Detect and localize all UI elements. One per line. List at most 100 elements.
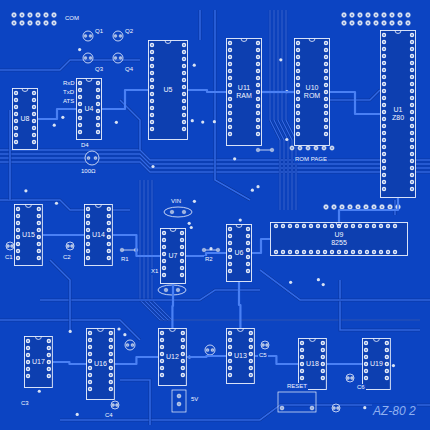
solder-pad <box>206 349 209 352</box>
copper-trace <box>187 356 226 357</box>
drill-hole <box>399 14 401 16</box>
ic-chip: U7 <box>160 228 186 284</box>
ic-chip: U13 <box>226 328 255 384</box>
drill-hole <box>37 22 39 24</box>
solder-pad <box>112 404 115 407</box>
chip-label: U17 <box>32 358 45 366</box>
solder-pad <box>262 344 265 347</box>
drill-hole <box>341 206 343 208</box>
copper-trace <box>120 100 140 150</box>
solder-pad <box>380 205 385 210</box>
drill-hole <box>85 35 87 37</box>
solder-pad <box>202 248 206 252</box>
chip-label: U7 <box>169 252 178 260</box>
capacitor-outline <box>346 374 354 382</box>
capacitor-outline <box>261 341 269 349</box>
via <box>239 218 242 221</box>
drill-hole <box>383 14 385 16</box>
solder-pad <box>177 394 181 398</box>
solder-pad <box>67 245 70 248</box>
copper-trace <box>120 100 140 150</box>
drill-hole <box>13 22 15 24</box>
solder-pad <box>358 21 363 26</box>
solder-pad <box>36 21 41 26</box>
drill-hole <box>13 14 15 16</box>
via <box>251 189 254 192</box>
capacitor-outline <box>205 345 215 355</box>
drill-hole <box>367 14 369 16</box>
solder-pad <box>390 21 395 26</box>
via <box>279 58 282 61</box>
transistor-outline <box>83 53 93 63</box>
drill-hole <box>115 57 117 59</box>
drill-hole <box>271 149 272 150</box>
solder-pad <box>119 35 122 38</box>
drill-hole <box>71 245 72 246</box>
drill-hole <box>299 147 301 149</box>
drill-hole <box>183 211 184 212</box>
drill-hole <box>347 377 348 378</box>
solder-pad <box>406 21 411 26</box>
copper-trace <box>9 110 11 200</box>
transistor-outline <box>113 31 123 41</box>
silkscreen-label: C3 <box>20 400 30 407</box>
via <box>201 120 204 123</box>
copper-trace <box>53 362 86 364</box>
copper-trace <box>340 280 420 330</box>
solder-pad <box>374 13 379 18</box>
drill-hole <box>53 22 55 24</box>
via <box>289 281 292 284</box>
drill-hole <box>217 249 218 250</box>
via <box>317 278 320 281</box>
solder-pad <box>114 57 117 60</box>
drill-hole <box>333 206 335 208</box>
drill-hole <box>333 407 334 408</box>
copper-trace <box>252 239 270 253</box>
drill-hole <box>325 206 327 208</box>
solder-pad <box>164 288 168 292</box>
solder-pad <box>340 205 345 210</box>
drill-hole <box>132 344 133 345</box>
via <box>188 222 191 225</box>
chip-label: U9 <box>335 231 344 239</box>
drill-hole <box>120 57 122 59</box>
drill-hole <box>391 14 393 16</box>
solder-pad <box>382 13 387 18</box>
silkscreen-label: Q4 <box>124 66 134 73</box>
silkscreen-label: C4 <box>104 412 114 419</box>
transistor-outline <box>83 31 93 41</box>
copper-trace <box>50 260 70 330</box>
copper-trace <box>43 234 84 236</box>
drill-hole <box>389 206 391 208</box>
copper-trace <box>115 357 158 364</box>
via <box>363 406 366 409</box>
solder-pad <box>348 205 353 210</box>
via <box>191 119 194 122</box>
solder-pad <box>314 146 318 150</box>
drill-hole <box>90 57 92 59</box>
drill-hole <box>45 14 47 16</box>
drill-hole <box>90 35 92 37</box>
solder-pad <box>71 245 74 248</box>
copper-trace <box>9 110 12 200</box>
solder-pad <box>382 21 387 26</box>
solder-pad <box>12 13 17 18</box>
solder-pad <box>266 344 269 347</box>
chip-label: U18 <box>306 360 319 368</box>
silkscreen-label: 5V <box>190 396 199 403</box>
drill-hole <box>212 349 213 350</box>
chip-label: U1 <box>394 106 403 114</box>
solder-pad <box>347 377 350 380</box>
silkscreen-label: C5 <box>258 352 268 359</box>
copper-trace <box>113 235 160 256</box>
drill-hole <box>343 14 345 16</box>
chip-label: U10 <box>306 84 319 92</box>
solder-pad <box>119 57 122 60</box>
solder-pad <box>306 146 310 150</box>
capacitor-outline <box>66 242 74 250</box>
via <box>69 330 72 333</box>
chip-label: ROM <box>304 92 320 100</box>
silkscreen-label: R2 <box>204 256 214 263</box>
via <box>213 120 216 123</box>
solder-pad <box>87 157 90 160</box>
